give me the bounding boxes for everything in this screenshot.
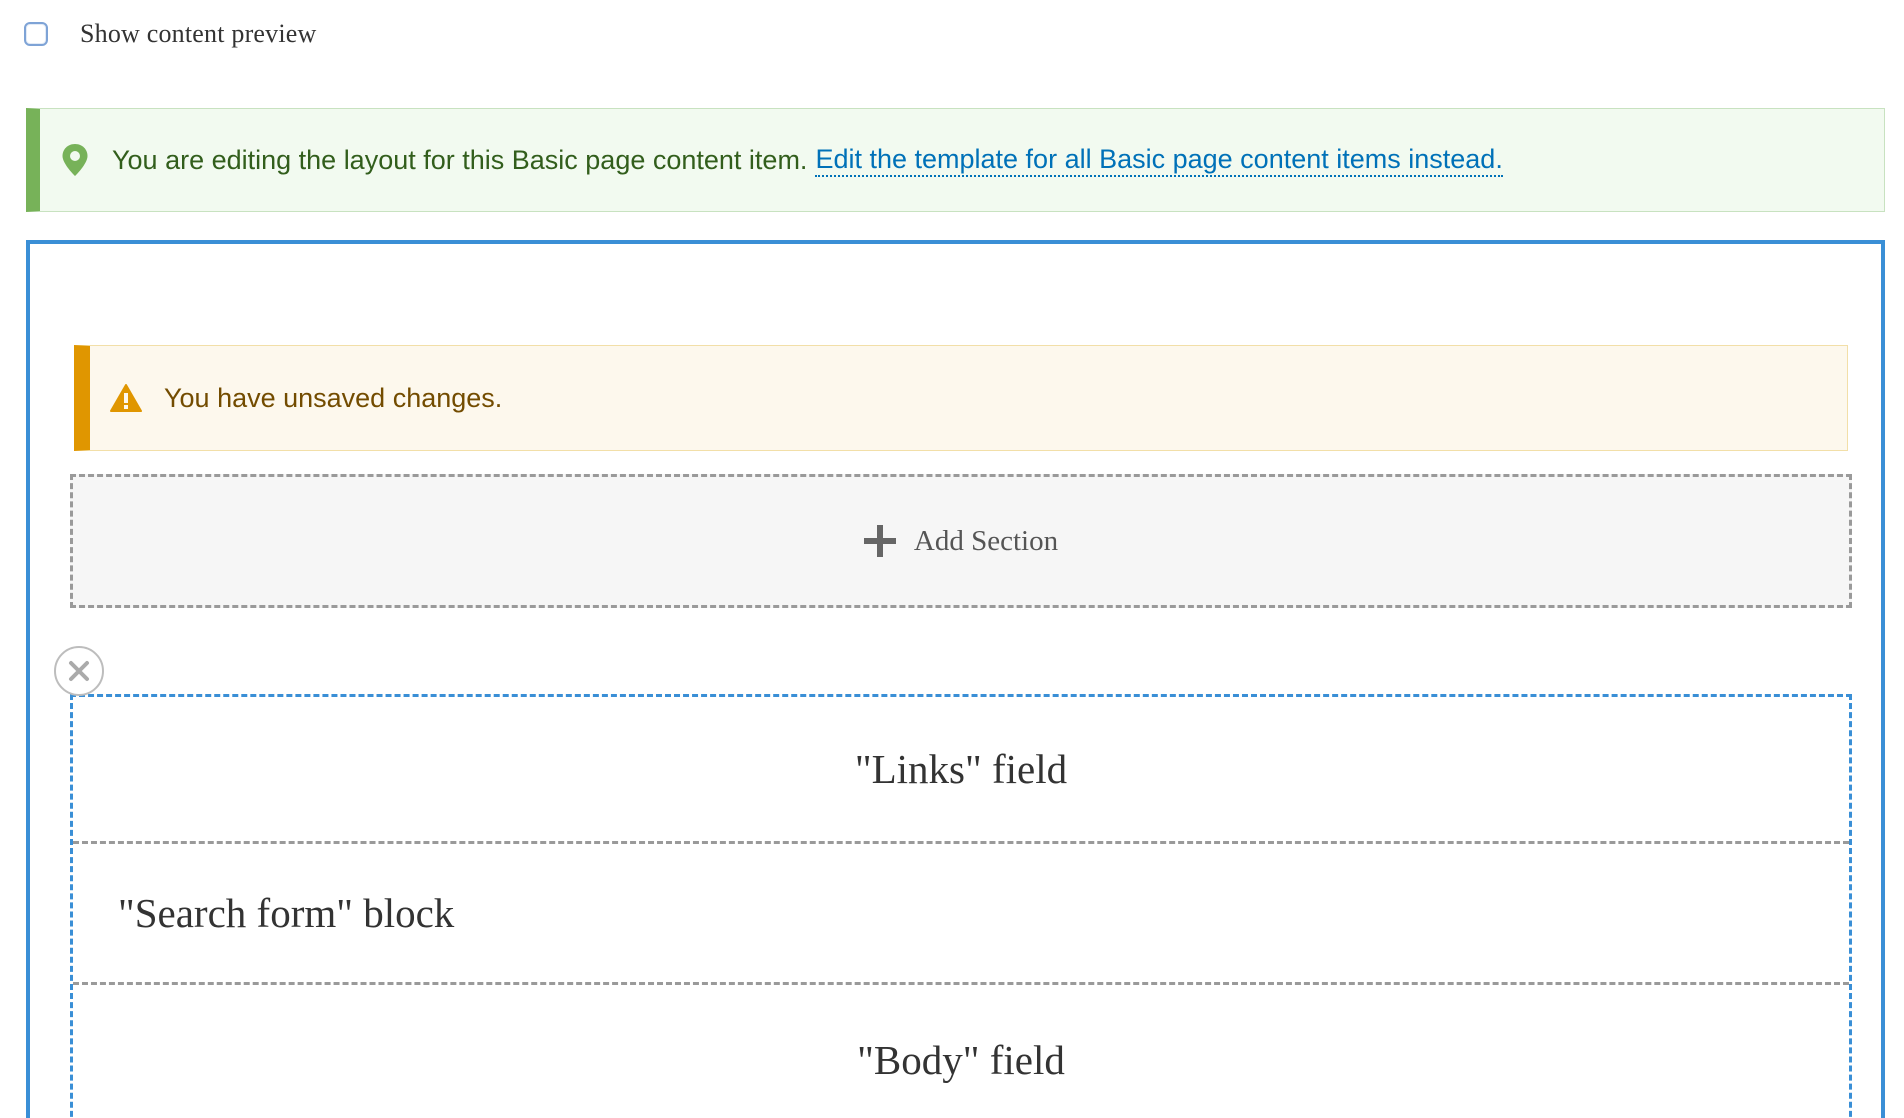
unsaved-changes-warning: You have unsaved changes. [74,345,1848,451]
show-content-preview-label[interactable]: Show content preview [80,19,317,48]
content-preview-toggle: Show content preview [24,14,317,54]
status-message-text: You are editing the layout for this Basi… [112,144,808,175]
add-section-label: Add Section [913,524,1059,557]
show-content-preview-checkbox[interactable] [24,22,48,46]
close-icon [69,661,89,681]
map-pin-icon [60,143,90,177]
status-message: You are editing the layout for this Basi… [26,108,1885,212]
body-field-block[interactable]: "Body" field [857,1037,1065,1083]
warning-triangle-icon [110,383,142,413]
search-form-block[interactable]: "Search form" block [73,841,1849,985]
plus-icon [863,525,896,557]
edit-template-link[interactable]: Edit the template for all Basic page con… [815,144,1503,177]
links-field-block[interactable]: "Links" field [854,746,1068,792]
section-region: "Links" field "Search form" block "Body"… [70,694,1852,1118]
warning-text: You have unsaved changes. [164,382,503,413]
remove-section-button[interactable] [54,646,104,696]
layout-builder-frame [26,240,1885,1118]
add-section-button[interactable]: Add Section [70,474,1852,608]
